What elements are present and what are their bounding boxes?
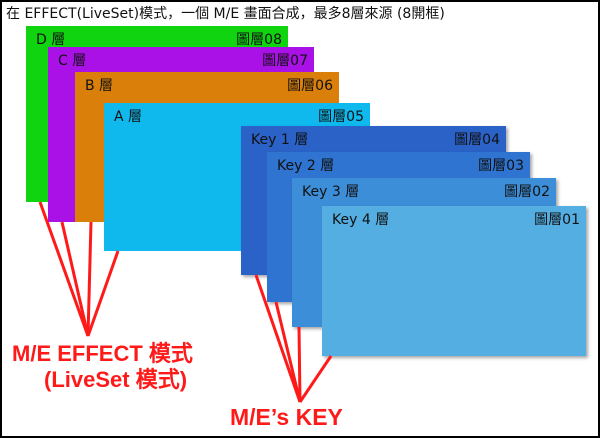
key-connector-lines xyxy=(254,274,333,403)
layer-d-number: 圖層08 xyxy=(236,32,282,48)
layer-key-4-name: Key 4 層 xyxy=(332,212,390,228)
layer-key-3-name: Key 3 層 xyxy=(302,184,360,200)
layer-b-number: 圖層06 xyxy=(287,78,333,94)
effect-connector-line xyxy=(60,221,90,337)
effect-connector-lines xyxy=(38,201,120,337)
layer-key-1-number: 圖層04 xyxy=(454,132,500,148)
layer-key-4-number: 圖層01 xyxy=(534,212,580,228)
layer-a-number: 圖層05 xyxy=(318,109,364,125)
effect-connector-line xyxy=(86,221,93,337)
key-connector-line xyxy=(297,326,302,403)
effect-connector-line xyxy=(86,250,120,337)
layer-a-name: A 層 xyxy=(114,109,143,125)
diagram-title: 在 EFFECT(LiveSet)模式，一個 M/E 畫面合成，最多8層來源 (… xyxy=(6,6,445,22)
layer-key-4: Key 4 層 圖層01 xyxy=(322,206,586,356)
layer-key-2-number: 圖層03 xyxy=(478,158,524,174)
effect-connector-line xyxy=(38,201,90,337)
key-connector-line xyxy=(274,301,302,403)
layer-c-number: 圖層07 xyxy=(262,53,308,69)
key-connector-line xyxy=(254,274,302,403)
layer-key-1-name: Key 1 層 xyxy=(251,132,309,148)
layer-key-2-name: Key 2 層 xyxy=(277,158,335,174)
effect-mode-label: M/E EFFECT 模式 xyxy=(12,341,193,366)
key-label: M/E’s KEY xyxy=(230,404,343,430)
layer-c-name: C 層 xyxy=(58,53,87,69)
layer-d-name: D 層 xyxy=(36,32,66,48)
layer-key-3-number: 圖層02 xyxy=(504,184,550,200)
key-connector-line xyxy=(298,355,333,403)
layer-b-name: B 層 xyxy=(85,78,114,94)
liveset-mode-label: (LiveSet 模式) xyxy=(44,367,188,392)
